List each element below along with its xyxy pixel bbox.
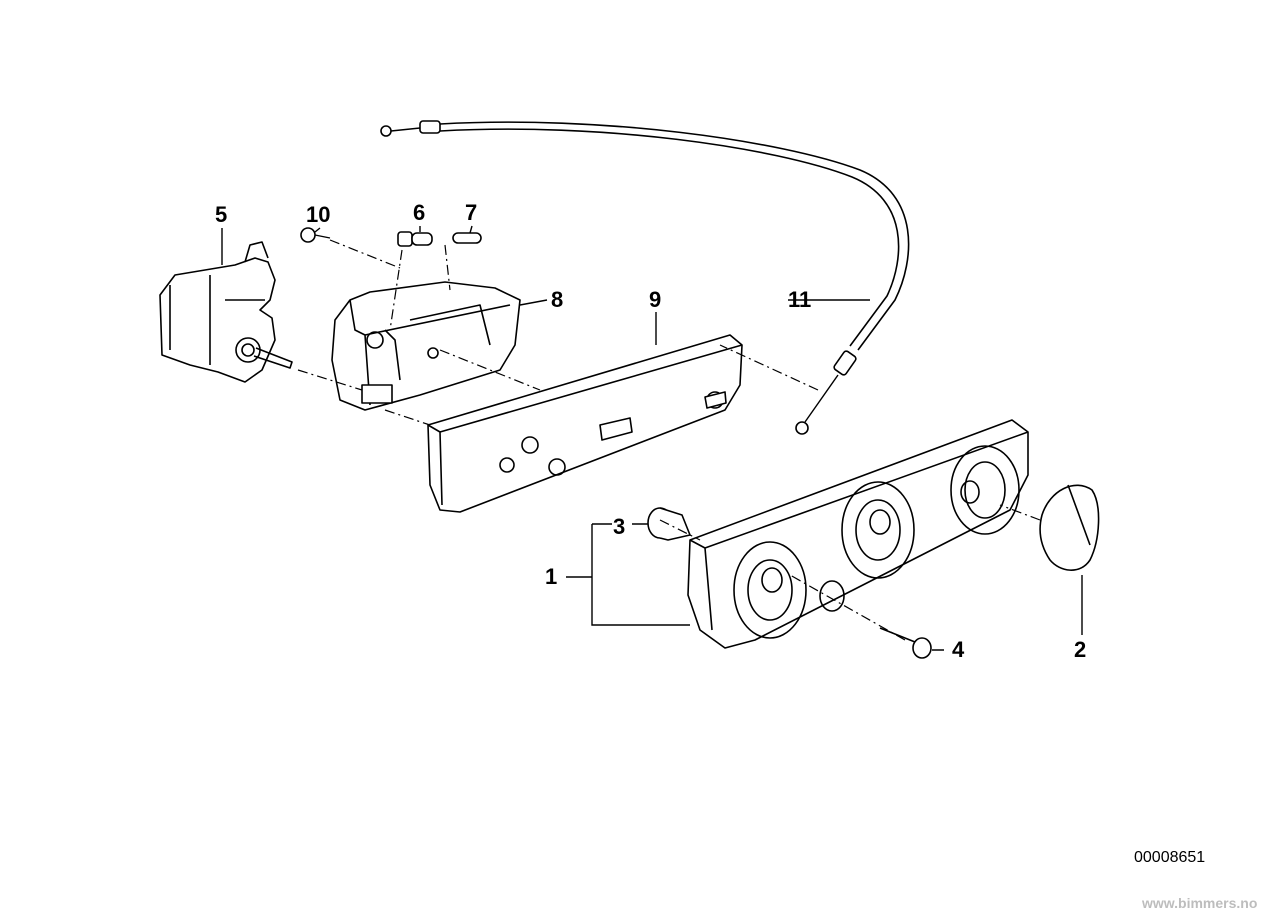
callout-1: 1 bbox=[545, 564, 558, 589]
callout-2: 2 bbox=[1074, 637, 1087, 662]
control-unit-part-8 bbox=[331, 281, 521, 411]
watermark: www.bimmers.no bbox=[1142, 895, 1258, 911]
screw-part-4 bbox=[879, 627, 932, 659]
diagram-reference-number: 00008651 bbox=[1134, 849, 1206, 866]
callout-4: 4 bbox=[952, 637, 965, 662]
knob-part-2 bbox=[1039, 484, 1100, 571]
callout-11: 11 bbox=[788, 287, 812, 312]
control-cable-part-11 bbox=[380, 120, 910, 435]
callout-9: 9 bbox=[649, 287, 662, 312]
callout-8: 8 bbox=[551, 287, 564, 312]
callout-6: 6 bbox=[413, 200, 426, 225]
bulb-part-7 bbox=[452, 232, 482, 244]
blower-switch-part-5 bbox=[159, 241, 293, 383]
callout-3: 3 bbox=[613, 514, 626, 539]
bulb-socket-part-6 bbox=[397, 231, 433, 247]
panel-part-9 bbox=[427, 334, 743, 513]
screw-part-10 bbox=[300, 227, 331, 243]
callout-7: 7 bbox=[465, 200, 478, 225]
control-panel-part-1 bbox=[687, 419, 1029, 649]
bulb-holder-part-3 bbox=[647, 507, 691, 541]
callout-5: 5 bbox=[215, 202, 228, 227]
callout-10: 10 bbox=[306, 202, 331, 227]
